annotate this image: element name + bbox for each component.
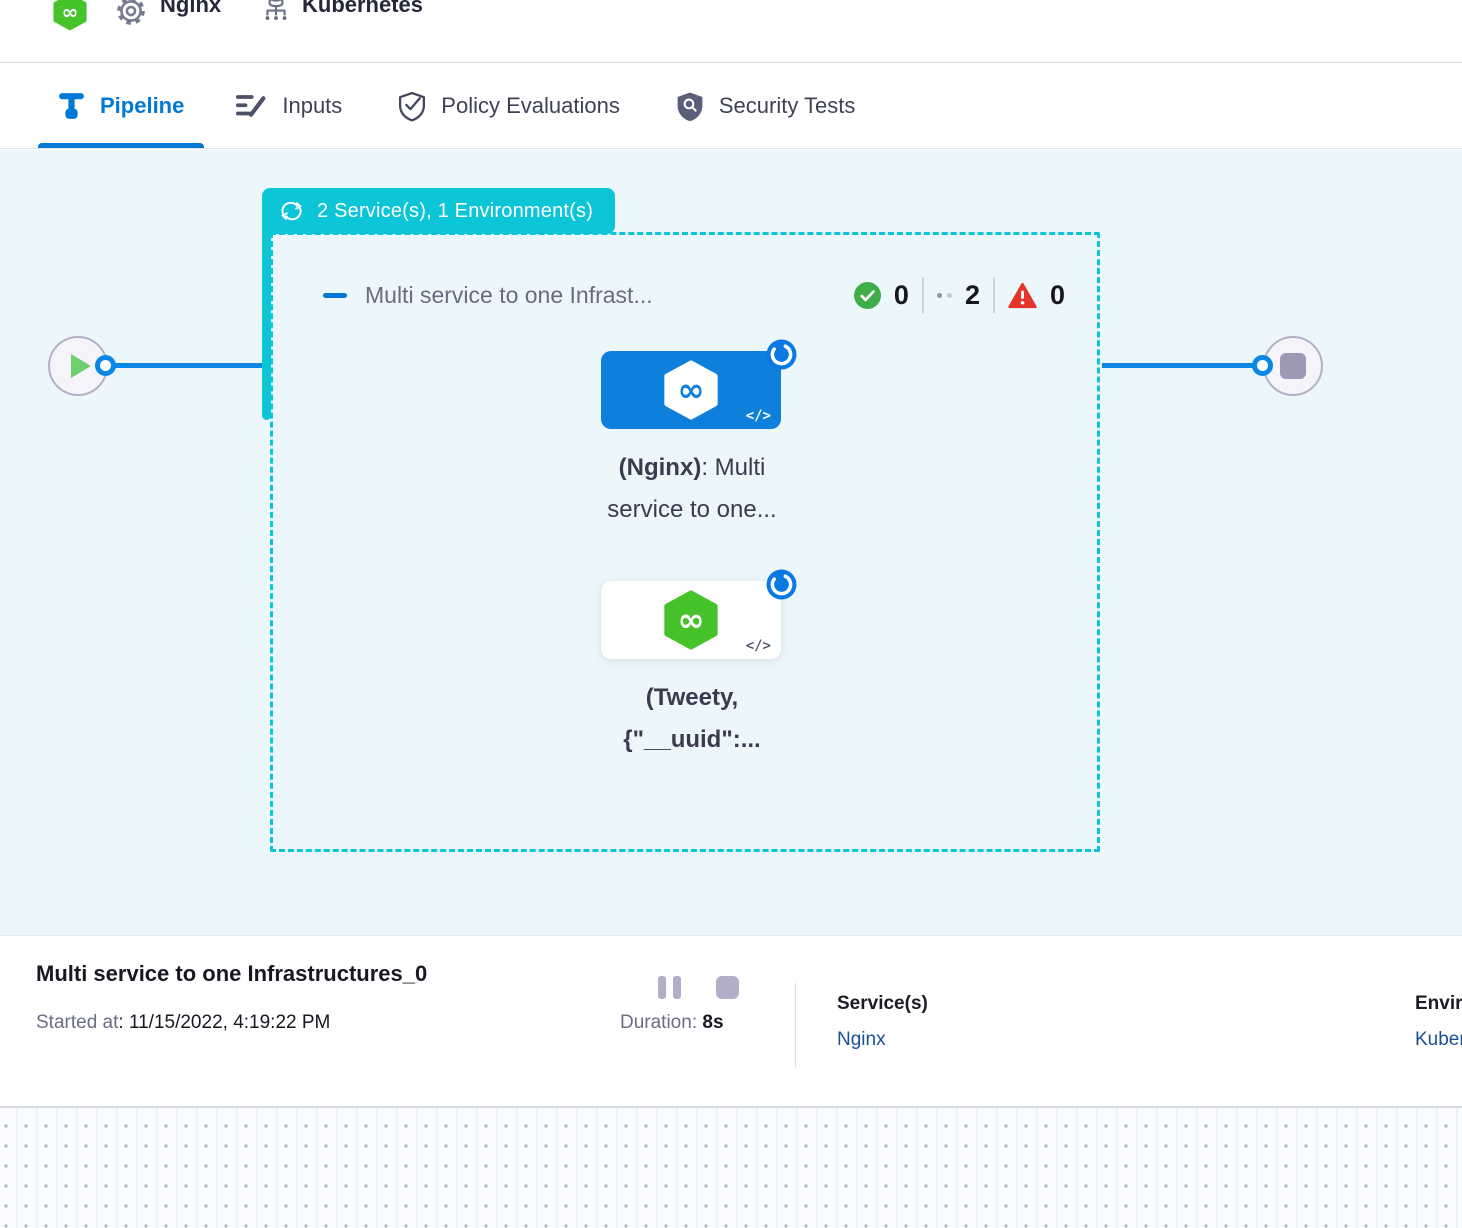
success-check-icon	[853, 281, 881, 309]
code-icon: </>	[745, 638, 771, 654]
svg-text:∞: ∞	[62, 0, 79, 24]
environment-icon	[260, 0, 292, 26]
stage-title[interactable]: Multi service to one Infrast...	[365, 281, 653, 308]
harness-logo-icon: ∞	[52, 0, 88, 31]
pipeline-start-node	[48, 336, 108, 396]
connector-line-left	[104, 363, 266, 368]
footer-divider	[795, 983, 796, 1067]
services-column: Service(s) Nginx	[837, 993, 928, 1051]
environment-link-kubernetes[interactable]: Kubernetes	[1415, 1029, 1462, 1050]
execution-title: Multi service to one Infrastructures_0	[36, 961, 428, 986]
success-count: 0	[893, 279, 909, 310]
connector-line-right	[1102, 363, 1258, 368]
play-icon	[71, 354, 91, 378]
tab-inputs-label: Inputs	[282, 93, 343, 118]
execution-started-at: Started at: 11/15/2022, 4:19:22 PM	[36, 1012, 331, 1033]
pause-execution-button[interactable]	[658, 976, 681, 999]
collapse-stage-button[interactable]	[323, 292, 347, 298]
code-icon: </>	[745, 408, 771, 424]
step-node-tweety[interactable]: ∞ </>	[601, 581, 781, 659]
breadcrumb-bar: ∞ Nginx Kubern	[0, 0, 1462, 63]
svg-text:∞: ∞	[677, 601, 704, 639]
pipeline-end-node	[1263, 336, 1323, 396]
running-count: 2	[964, 279, 980, 310]
shield-check-icon	[399, 91, 426, 121]
services-label: Service(s)	[837, 993, 928, 1014]
failed-warning-icon	[1008, 282, 1037, 308]
harness-hexagon-icon: ∞	[662, 360, 720, 420]
stage-header: Multi service to one Infrast... 0 2	[323, 273, 1065, 317]
count-divider	[992, 277, 995, 313]
environments-column: Environment(s) Kubernetes	[1415, 993, 1462, 1051]
connector-dot-left	[95, 355, 116, 376]
stage-status-counts: 0 2 0	[853, 277, 1065, 313]
step-label-nginx: (Nginx): Multi service to one...	[607, 454, 777, 523]
breadcrumb-environment-label[interactable]: Kubernetes	[302, 0, 424, 17]
breadcrumb-service-label[interactable]: Nginx	[160, 0, 222, 17]
stage-group-badge-label: 2 Service(s), 1 Environment(s)	[317, 199, 594, 222]
stage-group-strip	[262, 230, 271, 420]
tab-security-tests[interactable]: Security Tests	[656, 64, 876, 148]
stop-icon	[1280, 353, 1306, 379]
environments-label: Environment(s)	[1415, 993, 1462, 1014]
service-link-nginx[interactable]: Nginx	[837, 1029, 886, 1050]
pipeline-icon	[59, 92, 84, 119]
tab-pipeline-label: Pipeline	[100, 93, 185, 118]
running-spinner-icon	[766, 339, 797, 370]
breadcrumb-environment[interactable]: Kubernetes	[302, 0, 423, 18]
harness-hexagon-icon: ∞	[662, 590, 720, 650]
shield-scan-icon	[677, 92, 703, 121]
inputs-icon	[236, 94, 266, 117]
tab-policy-evaluations-label: Policy Evaluations	[441, 93, 620, 118]
console-grid-area	[0, 1106, 1462, 1228]
execution-duration: Duration: 8s	[620, 1012, 724, 1033]
execution-tabbar: Pipeline Inputs Policy Evaluations	[0, 64, 1462, 149]
running-spinner-icon	[766, 569, 797, 600]
breadcrumb-service[interactable]: Nginx	[160, 0, 221, 18]
count-divider	[921, 277, 924, 313]
tab-inputs[interactable]: Inputs	[216, 64, 362, 148]
failed-count: 0	[1049, 279, 1065, 310]
abort-execution-button[interactable]	[716, 976, 739, 999]
stage-group-box: Multi service to one Infrast... 0 2	[270, 232, 1100, 852]
stage-group-badge[interactable]: 2 Service(s), 1 Environment(s)	[262, 188, 616, 234]
pipeline-canvas: 2 Service(s), 1 Environment(s) Multi ser…	[0, 150, 1462, 935]
execution-summary-bar: Multi service to one Infrastructures_0 S…	[0, 935, 1462, 1106]
tab-pipeline[interactable]: Pipeline	[38, 64, 205, 148]
running-dots-icon	[936, 292, 952, 298]
active-tab-underline	[38, 143, 205, 148]
gear-icon	[114, 0, 148, 29]
step-label-tweety: (Tweety, {"__uuid":...	[623, 684, 761, 753]
connector-dot-right	[1252, 355, 1273, 376]
svg-text:∞: ∞	[677, 371, 704, 409]
loop-icon	[281, 201, 302, 221]
step-node-nginx[interactable]: ∞ </>	[601, 351, 781, 429]
tab-security-tests-label: Security Tests	[718, 93, 856, 118]
tab-policy-evaluations[interactable]: Policy Evaluations	[378, 64, 640, 148]
